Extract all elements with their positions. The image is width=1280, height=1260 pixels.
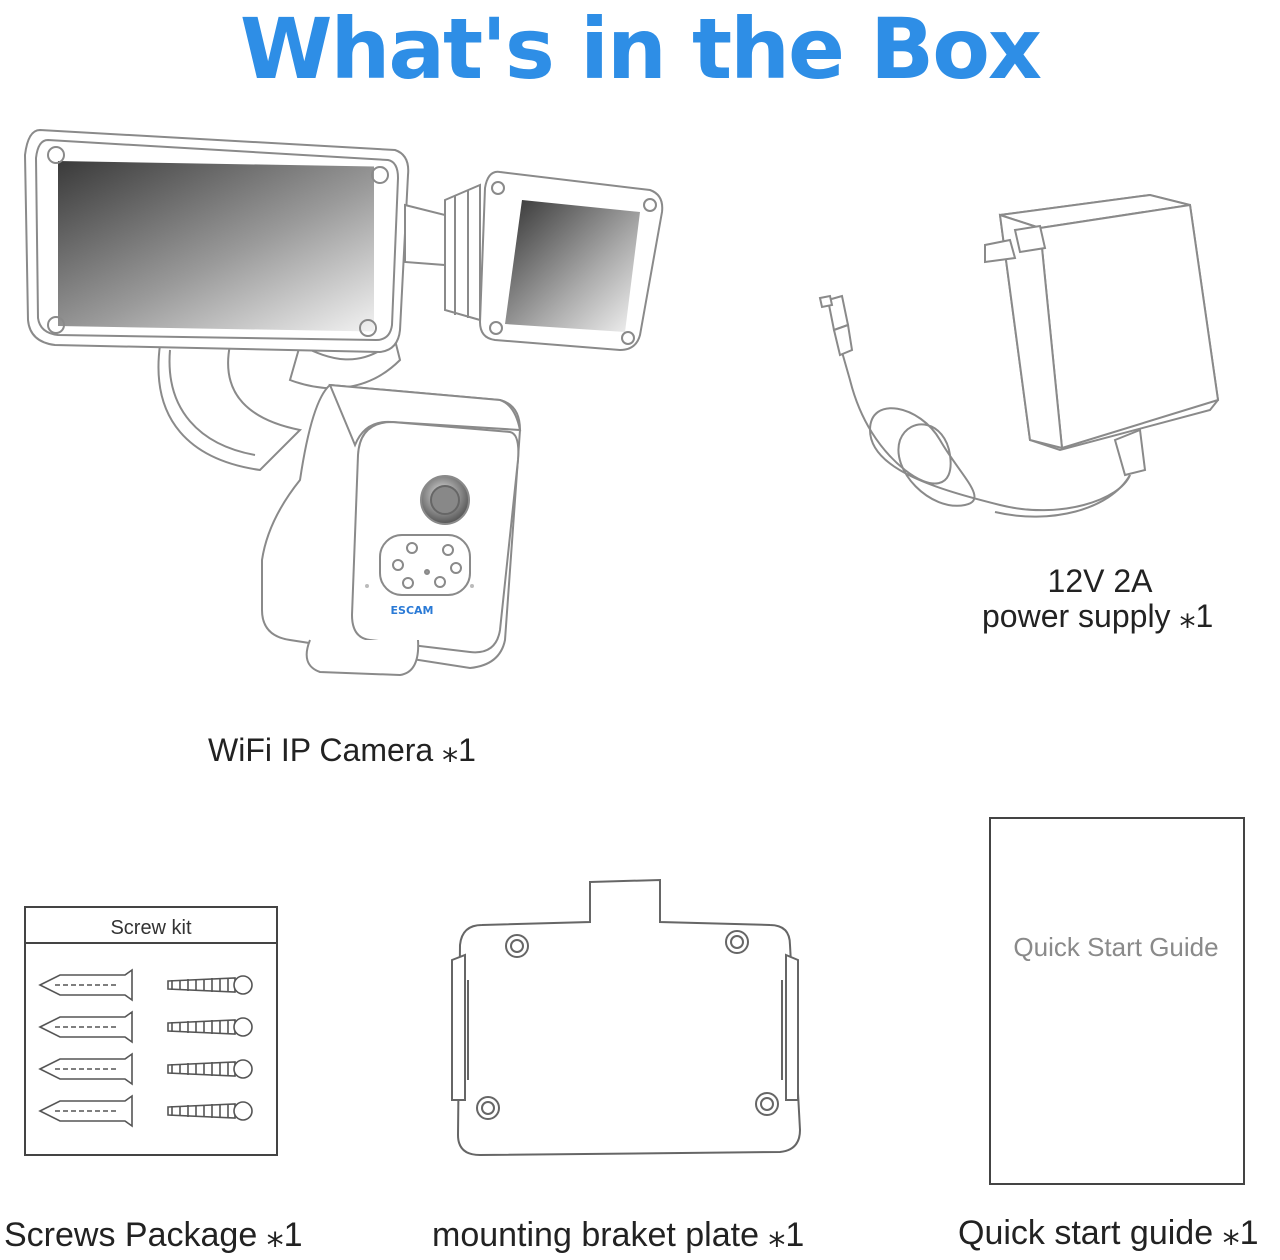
screws-package-label: Screws Package ⁎1 [4,1216,303,1254]
screw-kit-box-title: Screw kit [110,917,192,939]
mounting-bracket-illustration [451,878,802,1157]
screw-kit-illustration [24,906,278,1156]
quick-start-guide-cover-text: Quick Start Guide [1013,932,1218,962]
camera-brand-logo: ESCAM [391,604,434,617]
camera-label: WiFi IP Camera ⁎1 [208,732,476,768]
power-supply-illustration [818,193,1220,518]
camera-illustration [23,128,664,677]
page-title: What's in the Box [239,0,1042,98]
quick-start-guide-booklet [989,817,1245,1185]
power-supply-label-line1: 12V 2A [1047,563,1153,599]
mounting-bracket-label: mounting braket plate ⁎1 [432,1216,805,1254]
quick-start-guide-label: Quick start guide ⁎1 [958,1214,1259,1252]
power-supply-label-line2: power supply ⁎1 [982,598,1214,634]
